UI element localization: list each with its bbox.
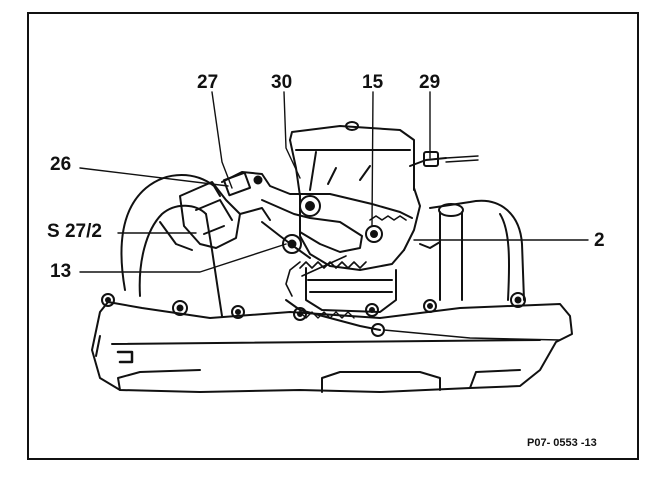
callout-27: 27 <box>197 72 219 93</box>
callout-13: 13 <box>50 261 72 282</box>
return-springs <box>285 215 407 297</box>
callout-s27-2: S 27/2 <box>47 221 102 242</box>
intake-manifold-base <box>91 301 573 393</box>
figure-frame <box>27 12 639 460</box>
callout-leaders <box>79 91 589 273</box>
callout-2: 2 <box>594 230 605 251</box>
callout-30: 30 <box>271 72 293 93</box>
throttle-cable-lower <box>285 299 561 341</box>
callout-26: 26 <box>50 154 72 175</box>
cable-29 <box>409 151 479 167</box>
right-intake-runner <box>419 199 525 301</box>
callout-15: 15 <box>362 72 384 93</box>
switch-s27-2 <box>179 171 271 249</box>
callout-29: 29 <box>419 72 441 93</box>
throttle-lever-assembly <box>221 151 413 259</box>
figure-reference-code: P07- 0553 -13 <box>527 437 597 449</box>
throttle-body <box>289 121 421 313</box>
